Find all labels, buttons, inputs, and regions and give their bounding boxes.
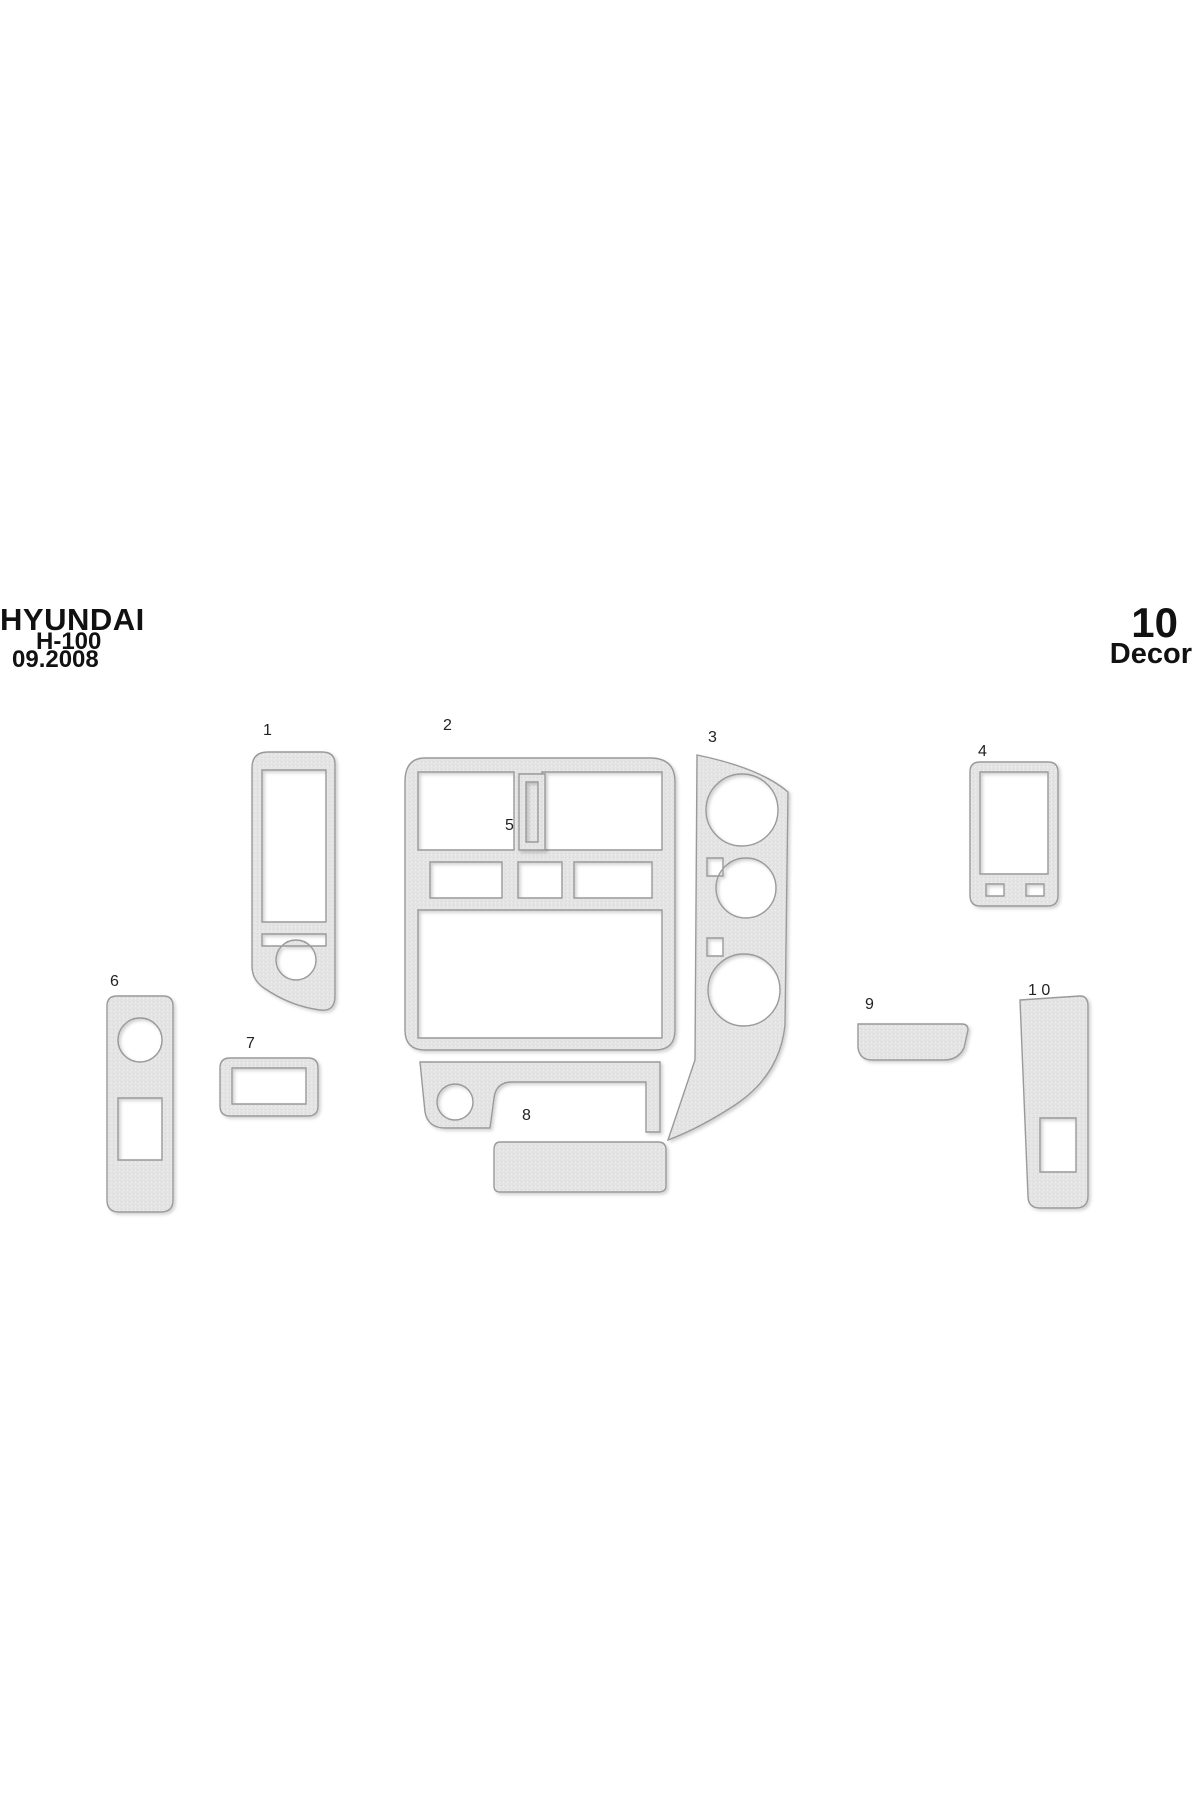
part-label-5: 5	[505, 817, 514, 834]
part-label-9: 9	[865, 996, 874, 1013]
product-type: Decor	[1109, 638, 1192, 670]
part-label-8: 8	[522, 1107, 531, 1124]
part-label-4: 4	[978, 743, 987, 760]
decor-part-2	[404, 757, 676, 1051]
part-label-6: 6	[110, 973, 119, 990]
model-date: 09.2008	[12, 646, 99, 673]
part-label-10: 1 0	[1028, 982, 1051, 999]
piece-count: 10	[1131, 599, 1178, 646]
decor-part-6	[106, 995, 174, 1213]
decor-part-8	[493, 1141, 667, 1193]
decor-part-9	[857, 1023, 969, 1061]
model-name: H-100	[36, 628, 102, 655]
decor-part-7	[219, 1057, 319, 1117]
brand-title: HYUNDAI	[0, 602, 145, 637]
part-label-2: 2	[443, 717, 452, 734]
decor-part-4	[969, 761, 1059, 907]
decor-part-10	[1019, 995, 1089, 1209]
decor-part-5	[518, 773, 546, 851]
decor-part-3	[666, 754, 789, 1142]
part-label-1: 1	[263, 722, 272, 739]
part-label-7: 7	[246, 1035, 255, 1052]
decor-part-2-lower	[419, 1061, 661, 1133]
decor-part-1	[251, 751, 336, 1011]
part-label-3: 3	[708, 729, 717, 746]
